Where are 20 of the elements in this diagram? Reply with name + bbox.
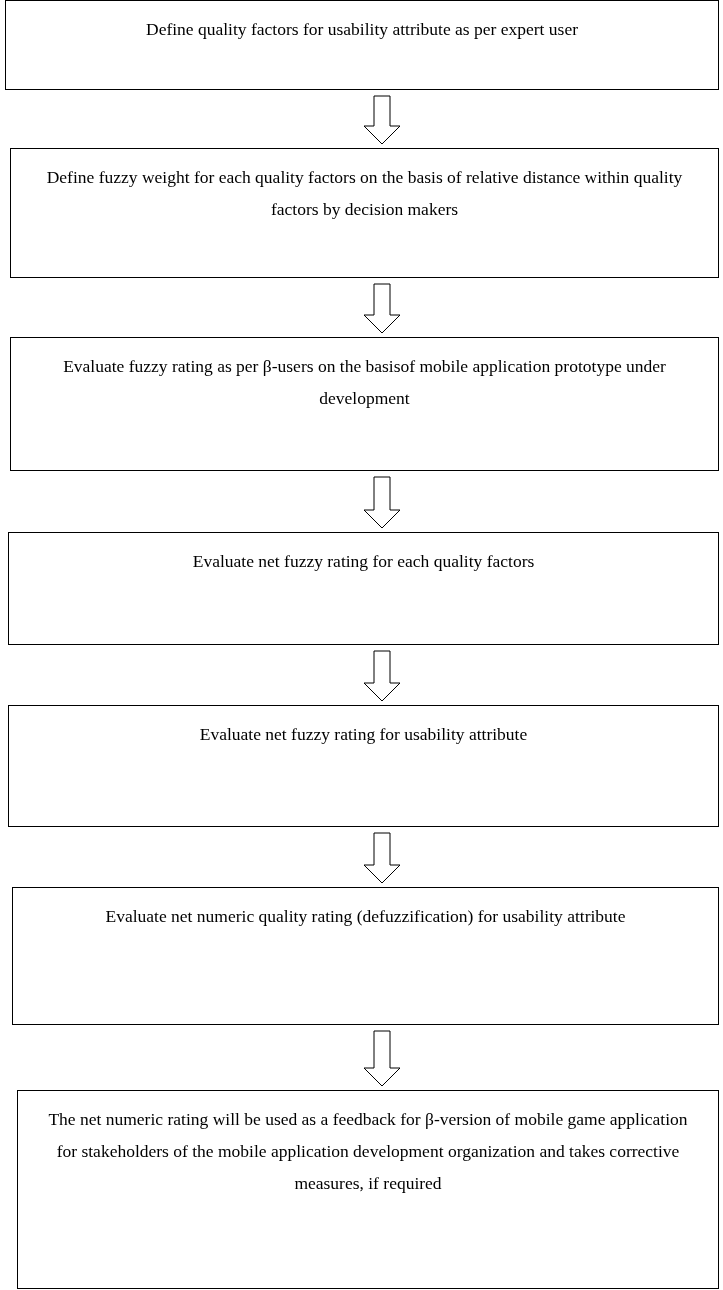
process-box (10, 148, 719, 278)
step-text: Define quality factors for usability attribute as per expert user (145, 18, 579, 41)
process-box (17, 1090, 719, 1289)
step-text: Evaluate net fuzzy rating for each quality factors (191, 550, 536, 573)
process-box (12, 887, 719, 1025)
hollow-arrow (363, 283, 401, 334)
hollow-arrow (363, 1030, 401, 1087)
process-box (10, 337, 719, 471)
step-text: Define fuzzy weight for each quality factors on the basis of relative distance within quality factors by decision makers (45, 166, 684, 221)
step-text: The net numeric rating will be used as a feedback for β-version of mobile game application for stakeholders of the mobile application development organization and takes corrective measures, if required (47, 1108, 689, 1195)
hollow-arrow (363, 476, 401, 529)
process-box (8, 532, 719, 645)
step-text: Evaluate fuzzy rating as per β-users on the basisof mobile application prototype under development (62, 355, 667, 410)
step-text: Evaluate net fuzzy rating for usability attribute (198, 723, 529, 746)
step-text: Evaluate net numeric quality rating (defuzzification) for usability attribute (104, 905, 627, 928)
process-box (8, 705, 719, 827)
hollow-arrow (363, 95, 401, 145)
hollow-arrow (363, 650, 401, 702)
process-box (5, 0, 719, 90)
hollow-arrow (363, 832, 401, 884)
